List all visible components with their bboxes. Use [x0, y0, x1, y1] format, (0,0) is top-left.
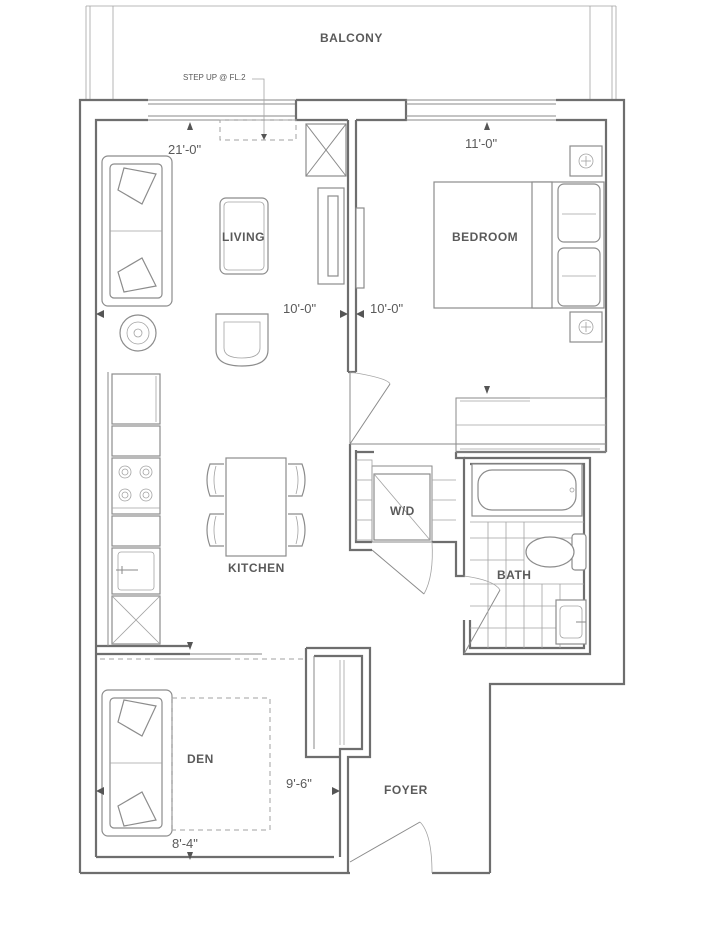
living-room: STEP UP @ FL.2 LIVING 21'-0" 10'-0" [96, 73, 365, 367]
balcony-area [85, 5, 617, 100]
den-label: DEN [187, 752, 214, 766]
bedroom-label: BEDROOM [452, 230, 518, 244]
wd-label: W/D [390, 504, 415, 518]
bedroom-width-dimension: 11'-0" [465, 136, 498, 151]
doors [156, 371, 501, 874]
living-depth-dimension: 10'-0" [283, 301, 317, 316]
bedroom-depth-dimension: 10'-0" [370, 301, 404, 316]
step-up-note: STEP UP @ FL.2 [183, 73, 246, 82]
den: DEN 9'-6" 8'-4" [96, 689, 340, 860]
bath-label: BATH [497, 568, 531, 582]
foyer-label: FOYER [384, 783, 428, 797]
laundry-closet: W/D [355, 459, 456, 541]
bedroom: BEDROOM 11'-0" 10'-0" [356, 122, 607, 453]
den-width-dimension: 8'-4" [172, 836, 198, 851]
kitchen: KITCHEN [111, 373, 306, 650]
den-depth-dimension: 9'-6" [286, 776, 312, 791]
kitchen-label: KITCHEN [228, 561, 285, 575]
living-label: LIVING [222, 230, 265, 244]
balcony-label: BALCONY [320, 31, 383, 45]
bathroom: BATH [470, 463, 587, 648]
living-width-dimension: 21'-0" [168, 142, 202, 157]
